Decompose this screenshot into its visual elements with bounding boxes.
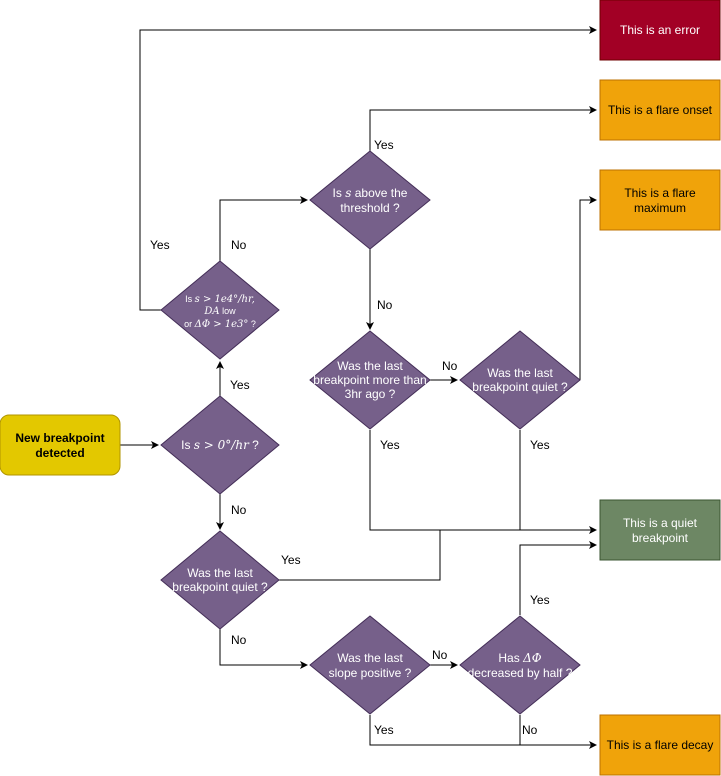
label-d1-no: No (231, 503, 247, 517)
outcome-flare-decay-label: This is a flare decay (607, 738, 714, 752)
decision-above-threshold: Is s above the threshold ? (309, 150, 431, 250)
d4-line3: 3hr ago ? (345, 387, 396, 401)
d5-line1: Was the last (487, 366, 553, 380)
label-d4-yes: Yes (380, 438, 400, 452)
d2-pre3: or (184, 319, 195, 329)
edge-d7-yes (369, 715, 597, 749)
svg-text:Has ΔΦ: Has ΔΦ (498, 651, 541, 665)
label-d6-yes: Yes (281, 553, 301, 567)
d3-l1-post: above the (351, 186, 407, 200)
label-d7-no: No (432, 648, 448, 662)
d8-l1-pre: Has (498, 651, 523, 665)
svg-text:Is s > 1e4°/hr,: Is s > 1e4°/hr, (185, 294, 255, 305)
d1-math: s > 0°/hr (194, 438, 250, 452)
d3-l1-math: s (345, 186, 351, 200)
d2-math3: ΔΦ > 1e3° (194, 319, 249, 330)
d8-line2: decreased by half ? (468, 666, 573, 680)
label-d4-no: No (442, 359, 458, 373)
label-d8-yes: Yes (530, 593, 550, 607)
svg-text:or ΔΦ > 1e3° ?: or ΔΦ > 1e3° ? (184, 319, 256, 330)
outcome-quiet-line2: breakpoint (632, 531, 689, 545)
svg-text:DA low: DA low (203, 306, 236, 317)
outcome-quiet-line1: This is a quiet (623, 516, 698, 530)
d2-math1: s > 1e4°/hr, (195, 294, 255, 305)
label-d7-yes: Yes (374, 723, 394, 737)
d6-line1: Was the last (187, 566, 253, 580)
d8-l1-math: ΔΦ (522, 651, 542, 665)
d3-line2: threshold ? (340, 201, 400, 215)
start-node: New breakpoint detected (0, 414, 121, 476)
svg-text:Is s > 0°/hr ?: Is s > 0°/hr ? (181, 438, 259, 452)
edge-d5-to-max (579, 196, 597, 380)
d2-post: ? (248, 319, 256, 329)
edge-d2-no (219, 196, 308, 261)
decision-last-breakpoint-3hr: Was the last breakpoint more than 3hr ag… (309, 330, 431, 430)
decision-slope-positive: Was the last slope positive ? (309, 615, 431, 715)
d4-line2: breakpoint more than (313, 373, 426, 387)
label-d5-yes: Yes (530, 438, 550, 452)
d2-math2: DA (203, 306, 219, 317)
edge-d4-yes (369, 430, 597, 534)
d7-line1: Was the last (337, 651, 403, 665)
outcome-flare-max-line1: This is a flare (624, 186, 696, 200)
decision-high-speed: Is s > 1e4°/hr, DA low or ΔΦ > 1e3° ? (160, 260, 280, 360)
outcome-error-label: This is an error (620, 23, 700, 37)
d5-line2: breakpoint quiet ? (472, 380, 568, 394)
outcome-flare-max-line2: maximum (634, 201, 686, 215)
label-d8-no: No (522, 723, 538, 737)
label-d1-yes: Yes (230, 378, 250, 392)
outcome-error: This is an error (599, 0, 721, 61)
outcome-flare-maximum: This is a flare maximum (599, 169, 721, 231)
d2-pre: Is (185, 294, 195, 304)
decision-speed-positive: Is s > 0°/hr ? (160, 395, 280, 495)
decision-last-quiet-upper: Was the last breakpoint quiet ? (459, 330, 581, 430)
outcome-quiet-breakpoint: This is a quiet breakpoint (599, 499, 721, 561)
edge-d3-yes (369, 106, 597, 151)
edge-d8-yes (519, 541, 597, 615)
d4-line1: Was the last (337, 359, 403, 373)
edge-d6-yes (279, 530, 441, 581)
d3-l1-pre: Is (333, 186, 346, 200)
edge-d6-no (219, 629, 308, 669)
start-label-line1: New breakpoint (15, 431, 104, 445)
start-label-line2: detected (35, 446, 84, 460)
outcome-flare-decay: This is a flare decay (599, 714, 721, 776)
label-d3-yes: Yes (374, 138, 394, 152)
label-d3-no: No (377, 298, 393, 312)
outcome-flare-onset-label: This is a flare onset (608, 103, 713, 117)
d1-pre: Is (181, 438, 194, 452)
decision-last-quiet-lower: Was the last breakpoint quiet ? (160, 530, 280, 630)
label-d2-yes: Yes (150, 238, 170, 252)
d2-mid: low (220, 306, 237, 316)
svg-text:Is s above the: Is s above the (333, 186, 408, 200)
d1-post: ? (249, 438, 259, 452)
decision-flux-decreased: Has ΔΦ decreased by half ? (459, 615, 581, 715)
d6-line2: breakpoint quiet ? (172, 580, 268, 594)
outcome-flare-onset: This is a flare onset (599, 79, 721, 141)
label-d6-no: No (231, 633, 247, 647)
d7-line2: slope positive ? (329, 666, 412, 680)
edge-d2-yes (139, 26, 597, 311)
label-d2-no: No (231, 238, 247, 252)
